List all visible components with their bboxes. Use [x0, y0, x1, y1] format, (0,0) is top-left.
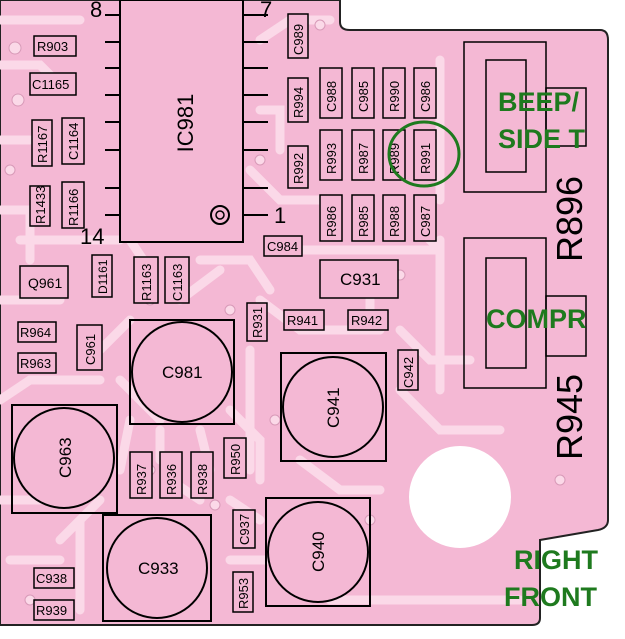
label-c941: C941	[324, 387, 343, 428]
label-c961: C961	[83, 334, 98, 365]
label-c937: C937	[237, 514, 252, 545]
label-q961: Q961	[28, 275, 62, 291]
label-r987: R987	[356, 143, 371, 174]
label-r1166: R1166	[66, 189, 81, 226]
label-r896: R896	[549, 176, 590, 262]
component-labels: R903 C1165 R1167 C1164 R1433 R1166 Q961 …	[20, 24, 590, 618]
label-r953: R953	[236, 578, 251, 609]
label-r985: R985	[356, 206, 371, 237]
label-r990: R990	[387, 81, 402, 112]
ic981-label: IC981	[173, 94, 198, 153]
label-r936: R936	[164, 464, 179, 495]
annotation-beep-line1: BEEP/	[498, 87, 580, 117]
annotation-compr: COMPR	[486, 304, 587, 334]
label-c981: C981	[162, 363, 203, 382]
label-r1163: R1163	[139, 264, 154, 301]
label-c1165: C1165	[32, 77, 69, 92]
label-r903: R903	[37, 39, 68, 54]
label-r993: R993	[324, 143, 339, 174]
label-r931: R931	[250, 307, 265, 338]
ic981-pin1-marker-inner	[215, 210, 225, 220]
label-r941: R941	[287, 313, 318, 328]
ic981-pin-8-label: 8	[90, 0, 102, 22]
label-r991: R991	[418, 143, 433, 174]
label-c988: C988	[324, 81, 339, 112]
large-capacitors	[11, 319, 387, 622]
label-c938: C938	[36, 571, 67, 586]
label-c940: C940	[309, 531, 328, 572]
ic981: IC981 8 7 14 1	[80, 0, 286, 249]
annotation-front: FRONT	[504, 582, 597, 612]
label-c963: C963	[56, 437, 75, 478]
ic981-pin-7-label: 7	[260, 0, 272, 22]
label-r964: R964	[20, 325, 51, 340]
label-c1163: C1163	[170, 264, 185, 301]
ic981-pins	[105, 14, 268, 216]
label-r994: R994	[291, 87, 306, 118]
label-c1164: C1164	[66, 123, 81, 160]
annotations: BEEP/ SIDE T COMPR RIGHT FRONT	[486, 87, 599, 612]
label-r945: R945	[549, 374, 590, 460]
label-r963: R963	[20, 356, 51, 371]
annotation-beep-line2: SIDE T	[498, 124, 586, 154]
label-r988: R988	[387, 206, 402, 237]
ic981-pin1-marker	[210, 205, 230, 225]
label-c989: C989	[291, 24, 306, 55]
label-r1167: R1167	[35, 126, 50, 163]
label-r992: R992	[291, 153, 306, 184]
label-r1433: R1433	[33, 186, 48, 224]
highlight-ring	[387, 120, 461, 188]
label-r939: R939	[36, 603, 67, 618]
label-c931: C931	[340, 270, 381, 289]
label-r937: R937	[134, 464, 149, 495]
label-c984: C984	[267, 239, 298, 254]
label-c942: C942	[401, 357, 416, 388]
label-r942: R942	[351, 313, 382, 328]
label-r950: R950	[228, 444, 243, 475]
label-c933: C933	[138, 559, 179, 578]
label-r938: R938	[195, 464, 210, 495]
label-d1161: D1161	[96, 259, 110, 294]
right-footprints	[463, 41, 587, 389]
annotation-right: RIGHT	[514, 545, 599, 575]
small-components	[17, 13, 437, 621]
label-c985: C985	[356, 81, 371, 112]
label-c986: C986	[418, 81, 433, 112]
ic981-body	[119, 0, 244, 243]
label-r986: R986	[324, 206, 339, 237]
label-c987: C987	[418, 206, 433, 237]
mounting-hole	[407, 444, 513, 550]
ic981-pin-1-label: 1	[274, 203, 286, 228]
